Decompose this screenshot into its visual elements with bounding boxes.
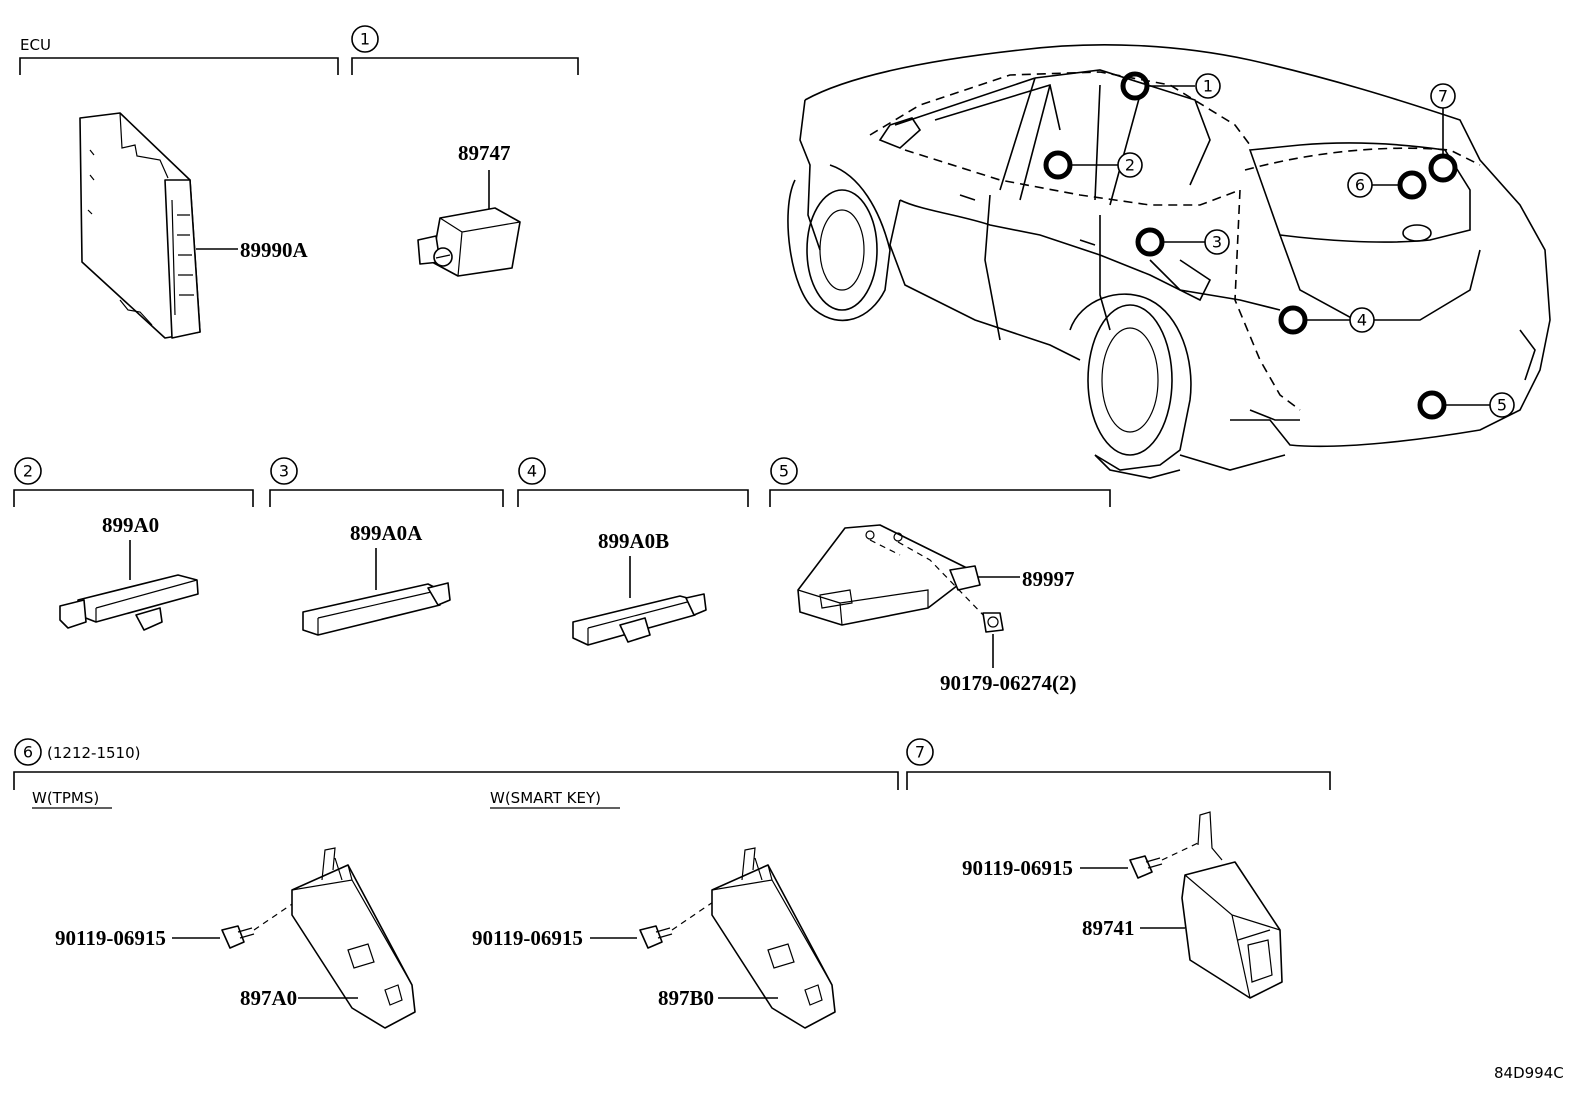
group-2-number: 2 — [23, 462, 33, 481]
group-5-bracket — [769, 489, 1111, 507]
svg-text:2: 2 — [1125, 156, 1135, 175]
tpms-label: W(TPMS) — [32, 789, 99, 807]
vehicle-illustration: 1 2 3 4 5 6 7 — [787, 44, 1551, 479]
smart-key-module-drawing — [639, 847, 836, 1029]
location-marker-4 — [1278, 305, 1308, 335]
location-marker-7 — [1428, 153, 1458, 183]
group-3-bracket — [269, 489, 504, 507]
group-6: 6 (1212-1510) W(TPMS) 90119-06915 897A0 … — [13, 738, 899, 1029]
ecu-module-drawing — [79, 112, 201, 339]
ecu-group: ECU 89990A — [19, 36, 339, 339]
location-marker-2 — [1043, 150, 1073, 180]
group-6-number: 6 — [23, 743, 33, 762]
group-7-bolt-number: 90119-06915 — [962, 856, 1073, 880]
group-3: 3 899A0A — [269, 457, 504, 636]
group-1-bracket — [351, 57, 579, 75]
group-7: 7 90119-06915 89741 — [906, 738, 1331, 999]
smart-key-bolt-number: 90119-06915 — [472, 926, 583, 950]
svg-text:3: 3 — [1212, 233, 1222, 252]
vehicle-callout-5: 5 — [1489, 392, 1515, 418]
group-2: 2 899A0 — [13, 457, 254, 631]
antenna-drawing-2 — [59, 574, 199, 631]
group-1-number: 1 — [360, 30, 370, 49]
group-7-marker — [906, 738, 934, 766]
ecu-group-bracket — [19, 57, 339, 75]
group-7-number: 7 — [915, 743, 925, 762]
vehicle-callout-2: 2 — [1117, 152, 1143, 178]
group-7-module-drawing — [1129, 811, 1283, 999]
group-4-part-number: 899A0B — [598, 529, 669, 553]
group-5-number: 5 — [779, 462, 789, 481]
group-7-part-number: 89741 — [1082, 916, 1135, 940]
group-2-marker — [14, 457, 42, 485]
svg-text:1: 1 — [1203, 77, 1213, 96]
group-4: 4 899A0B — [517, 457, 749, 646]
group-4-marker — [518, 457, 546, 485]
group-5-marker — [770, 457, 798, 485]
svg-text:4: 4 — [1357, 311, 1367, 330]
vehicle-callout-3: 3 — [1204, 229, 1230, 255]
group-1-marker — [351, 25, 379, 53]
document-id: 84D994C — [1494, 1064, 1564, 1082]
group-3-number: 3 — [279, 462, 289, 481]
ecu-group-title: ECU — [20, 36, 51, 54]
tpms-module-drawing — [221, 847, 416, 1029]
ecu-part-number: 89990A — [240, 238, 309, 262]
location-marker-6 — [1397, 170, 1427, 200]
group-6-marker — [14, 738, 42, 766]
group-4-bracket — [517, 489, 749, 507]
group-1: 1 89747 — [351, 25, 579, 277]
vehicle-callout-6: 6 — [1347, 172, 1373, 198]
group-7-bracket — [906, 771, 1331, 790]
group-3-marker — [270, 457, 298, 485]
group-2-part-number: 899A0 — [102, 513, 159, 537]
tpms-bolt-number: 90119-06915 — [55, 926, 166, 950]
vehicle-callout-4: 4 — [1349, 307, 1375, 333]
antenna-drawing-3 — [302, 582, 451, 636]
vehicle-callout-1: 1 — [1195, 73, 1221, 99]
relay-drawing — [417, 207, 521, 277]
group-5: 5 89997 90179-06274(2) — [769, 457, 1111, 695]
smart-key-label: W(SMART KEY) — [490, 789, 601, 807]
location-marker-3 — [1135, 227, 1165, 257]
group-2-bracket — [13, 489, 254, 507]
group-5-fastener-number: 90179-06274(2) — [940, 671, 1076, 695]
group-4-number: 4 — [527, 462, 537, 481]
group-6-date-range: (1212-1510) — [47, 744, 140, 762]
group-5-part-number: 89997 — [1022, 567, 1075, 591]
group-1-part-number: 89747 — [458, 141, 511, 165]
location-marker-1 — [1120, 71, 1150, 101]
svg-text:7: 7 — [1438, 87, 1448, 106]
antenna-drawing-4 — [572, 593, 707, 646]
svg-text:5: 5 — [1497, 396, 1507, 415]
location-marker-5 — [1417, 390, 1447, 420]
smart-key-part-number: 897B0 — [658, 986, 714, 1010]
bracket-assembly-drawing — [797, 524, 1004, 633]
group-6-bracket — [13, 771, 899, 790]
svg-text:6: 6 — [1355, 176, 1365, 195]
vehicle-callout-7: 7 — [1430, 83, 1456, 109]
tpms-part-number: 897A0 — [240, 986, 297, 1010]
group-3-part-number: 899A0A — [350, 521, 423, 545]
